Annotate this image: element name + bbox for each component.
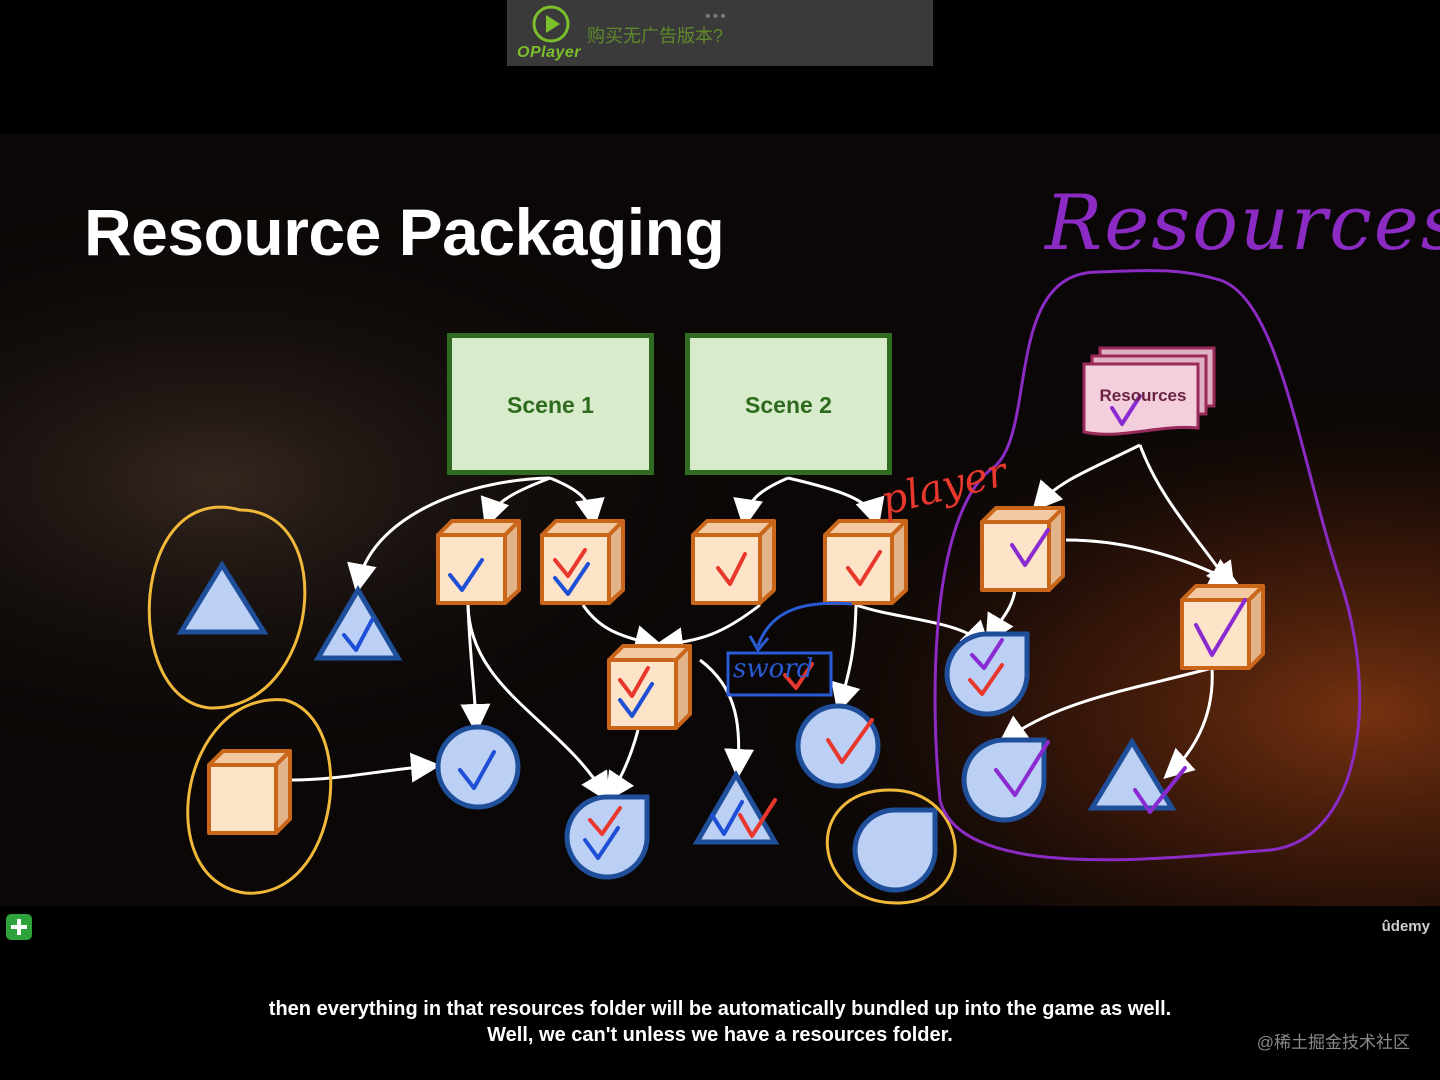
ad-banner[interactable]: OPlayer ••• 购买无广告版本? [507,0,933,66]
ad-upgrade-link[interactable]: 购买无广告版本? [587,26,724,46]
triangle-shape [176,560,269,635]
ad-brand-logo: OPlayer [517,44,581,61]
drop-shape [944,631,1030,717]
sword-label-box [726,651,833,697]
cube-box [207,749,292,835]
cube-box [540,519,625,605]
triangle-shape [313,585,403,661]
circle-shape [435,724,521,810]
slide-diagram [0,134,1440,906]
resources-folder-icon [1082,346,1216,436]
resources-heading-annotation: Resources [1045,178,1440,267]
more-icon[interactable]: ••• [705,8,728,25]
resources-folder-label: Resources [1099,386,1187,405]
cube-box [1180,584,1265,670]
add-bookmark-icon[interactable] [4,912,34,942]
resources-lasso [933,269,1362,862]
highlight-circles [147,505,957,905]
asset-shapes [176,560,1177,893]
cube-box [436,519,521,605]
slide-title: Resource Packaging [84,195,725,269]
video-slide: Resource Packaging Scene 1 Scene 2 Resou… [0,134,1440,906]
cube-box [691,519,776,605]
watermark: @稀土掘金技术社区 [1256,1033,1410,1052]
asset-boxes [207,506,1265,835]
scene-2-label: Scene 2 [745,392,832,418]
drop-shape [852,807,938,893]
subtitle-line-2: Well, we can't unless we have a resource… [487,1024,953,1046]
scene-1-label: Scene 1 [507,392,594,418]
cube-box [980,506,1065,592]
drop-shape [564,794,650,880]
triangle-shape [1087,737,1177,811]
check-marks [342,394,1247,860]
subtitle-line-1: then everything in that resources folder… [268,998,1172,1020]
scene-1-box: Scene 1 [447,333,654,475]
play-icon[interactable] [531,4,571,44]
circle-shape [795,703,881,789]
udemy-logo: ûdemy [1381,918,1430,935]
cube-box [823,519,908,605]
cube-box [607,644,692,730]
sword-arrow [756,601,853,647]
sword-annotation: sword [733,654,814,684]
scene-2-box: Scene 2 [685,333,892,475]
